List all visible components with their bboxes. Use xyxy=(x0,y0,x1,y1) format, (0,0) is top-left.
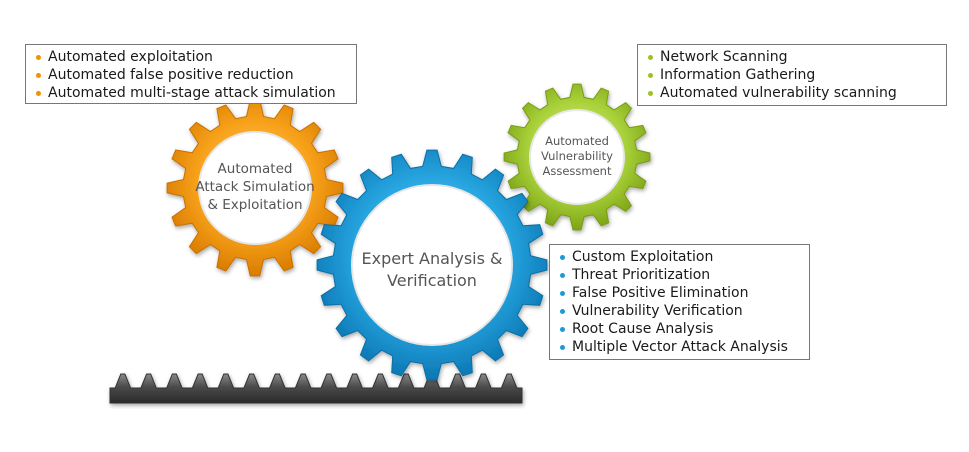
green-gear-label: Automated Vulnerability Assessment xyxy=(541,134,613,178)
expert-analysis-list-box: Custom Exploitation Threat Prioritizatio… xyxy=(549,244,810,360)
list-item: Automated false positive reduction xyxy=(34,66,350,84)
list-item: Automated exploitation xyxy=(34,48,350,66)
list-item: Custom Exploitation xyxy=(558,248,803,266)
automated-exploitation-list-box: Automated exploitation Automated false p… xyxy=(25,44,357,104)
list-item: False Positive Elimination xyxy=(558,284,803,302)
vulnerability-assessment-list-box: Network Scanning Information Gathering A… xyxy=(637,44,947,106)
list-item: Threat Prioritization xyxy=(558,266,803,284)
list-item: Automated multi-stage attack simulation xyxy=(34,84,350,102)
blue-gear-label: Expert Analysis & Verification xyxy=(361,249,503,290)
list-item: Vulnerability Verification xyxy=(558,302,803,320)
list-item: Automated vulnerability scanning xyxy=(646,84,940,102)
list-item: Network Scanning xyxy=(646,48,940,66)
list-item: Information Gathering xyxy=(646,66,940,84)
list-item: Multiple Vector Attack Analysis xyxy=(558,338,803,356)
orange-gear-label: Automated Attack Simulation & Exploitati… xyxy=(195,161,315,213)
list-item: Root Cause Analysis xyxy=(558,320,803,338)
blue-gear xyxy=(316,149,548,381)
green-gear xyxy=(503,83,651,231)
gear-rack xyxy=(109,373,523,404)
orange-gear xyxy=(166,99,344,277)
